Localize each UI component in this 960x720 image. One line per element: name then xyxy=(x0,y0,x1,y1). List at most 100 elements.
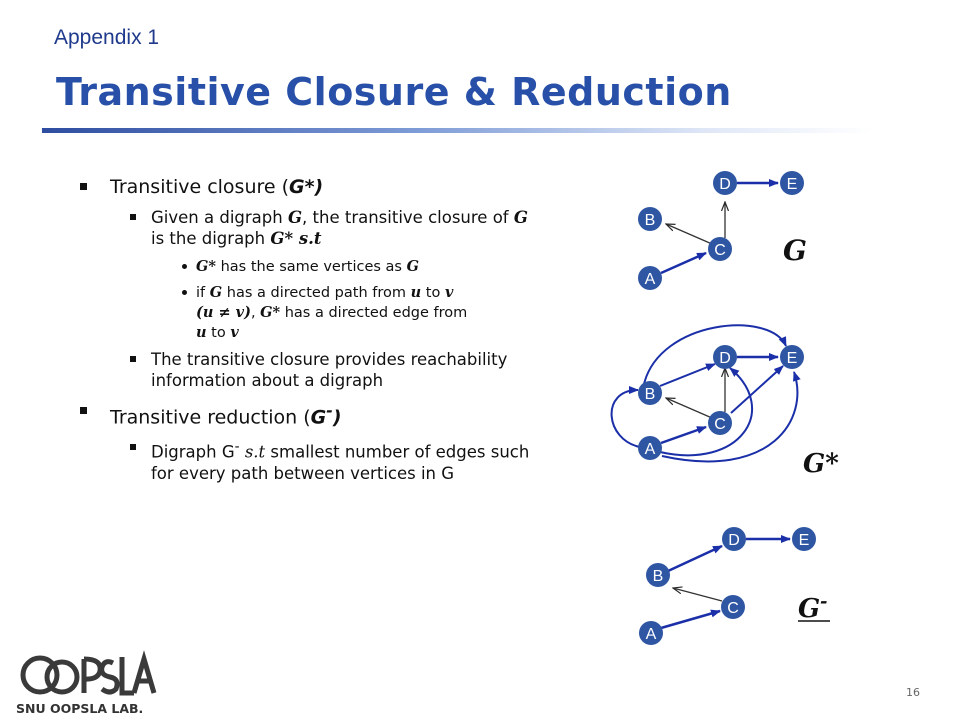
math-g: G xyxy=(406,258,419,275)
sub-bullet-text: if xyxy=(196,285,210,301)
sub-bullet-text: to xyxy=(421,285,445,301)
graph-g: A B C D E G xyxy=(638,171,807,290)
reduction-heading-close: ) xyxy=(332,406,342,429)
oopsla-logo: SNU OOPSLA LAB. xyxy=(16,650,157,716)
node-label-d: D xyxy=(728,532,740,549)
bullet-transitive-reduction: Transitive reduction (G-) xyxy=(80,399,540,429)
graph-gminus-label: G xyxy=(798,594,820,624)
square-bullet-icon xyxy=(130,356,136,362)
slide-title: Transitive Closure & Reduction xyxy=(56,70,732,114)
closure-heading-text: Transitive closure ( xyxy=(110,176,290,198)
square-bullet-icon xyxy=(80,183,87,190)
node-label-d: D xyxy=(719,350,731,367)
closure-def-text: Given a digraph xyxy=(151,208,288,227)
node-e: E xyxy=(780,345,804,369)
node-c: C xyxy=(708,237,732,261)
node-label-b: B xyxy=(645,212,656,229)
reduction-symbol-sup: - xyxy=(326,401,333,420)
node-b: B xyxy=(638,381,662,405)
bullet-closure-definition: Given a digraph G, the transitive closur… xyxy=(80,207,540,249)
node-label-c: C xyxy=(727,600,739,617)
square-bullet-icon xyxy=(130,214,136,220)
edge-a-b xyxy=(610,386,641,448)
reduction-def-text: Digraph G xyxy=(151,442,235,462)
closure-def-gstar: G* s.t xyxy=(270,229,322,248)
node-label-e: E xyxy=(787,350,798,367)
graph-g-label: G xyxy=(783,234,807,267)
node-b: B xyxy=(638,207,662,231)
node-label-b: B xyxy=(653,568,664,585)
edge-a-c xyxy=(660,609,721,630)
sub-bullet-text: has a directed path from xyxy=(222,285,411,301)
math-u: u xyxy=(196,324,207,341)
node-label-a: A xyxy=(645,271,656,288)
closure-heading-close: ) xyxy=(314,176,324,198)
slide-body: Transitive closure (G*) Given a digraph … xyxy=(80,175,540,492)
edge-c-b xyxy=(666,224,713,245)
node-label-c: C xyxy=(714,416,726,433)
bullet-transitive-closure: Transitive closure (G*) xyxy=(80,175,540,199)
closure-def-g: G xyxy=(287,208,303,227)
graph-diagrams: A B C D E G A B C D E G* A B C D E G - xyxy=(610,171,839,645)
reduction-heading-text: Transitive reduction ( xyxy=(110,406,311,429)
page-number: 16 xyxy=(906,686,920,699)
logo-mark-icon xyxy=(20,650,157,696)
node-label-c: C xyxy=(714,242,726,259)
node-d: D xyxy=(713,345,737,369)
node-d: D xyxy=(713,171,737,195)
edge-a-c xyxy=(660,425,707,445)
graph-gstar-label: G* xyxy=(803,449,839,479)
node-label-a: A xyxy=(645,441,656,458)
edge-b-e xyxy=(643,324,787,385)
node-label-e: E xyxy=(787,176,798,193)
sub-bullet-text: , xyxy=(250,305,261,321)
edge-c-e xyxy=(730,365,784,414)
edge-b-d xyxy=(667,544,723,573)
edge-b-d xyxy=(659,363,716,387)
node-a: A xyxy=(639,621,663,645)
math-gstar: G* xyxy=(260,304,281,321)
edge-c-b xyxy=(673,588,723,602)
slide-subtitle: Appendix 1 xyxy=(54,26,160,49)
graph-gminus: A B C D E G - xyxy=(639,527,830,645)
math-v: v xyxy=(230,324,239,341)
math-g: G xyxy=(209,284,223,301)
edge-a-e xyxy=(661,371,801,463)
node-e: E xyxy=(780,171,804,195)
dot-bullet-icon xyxy=(182,264,187,269)
closure-def-text: is the digraph xyxy=(151,229,271,248)
node-label-b: B xyxy=(645,386,656,403)
reduction-def-text: smallest number of edges such for every … xyxy=(151,442,530,483)
closure-symbol: G* xyxy=(289,176,315,198)
dot-bullet-icon xyxy=(182,290,187,295)
closure-def-text: , the transitive closure of xyxy=(302,208,514,227)
node-c: C xyxy=(721,595,745,619)
reduction-def-sup: - xyxy=(234,439,240,456)
closure-info-text: The transitive closure provides reachabi… xyxy=(151,350,508,390)
node-e: E xyxy=(792,527,816,551)
reduction-def-st: s.t xyxy=(239,442,266,462)
sub-bullet-text: has a directed edge from xyxy=(280,305,468,321)
node-c: C xyxy=(708,411,732,435)
bullet-closure-info: The transitive closure provides reachabi… xyxy=(80,349,540,391)
bullet-directed-path: if G has a directed path from u to v (u … xyxy=(80,283,540,343)
graph-gstar: A B C D E G* xyxy=(610,324,839,479)
bullet-same-vertices: G* has the same vertices as G xyxy=(80,257,540,277)
node-label-e: E xyxy=(799,532,810,549)
math-gstar: G* xyxy=(196,258,216,275)
graph-gminus-sup: - xyxy=(820,591,827,612)
reduction-symbol: G xyxy=(310,406,327,429)
edge-a-c xyxy=(660,251,707,275)
bullet-reduction-definition: Digraph G- s.t smallest number of edges … xyxy=(80,437,540,484)
sub-bullet-text: to xyxy=(206,325,231,341)
math-u: u xyxy=(410,284,422,301)
node-b: B xyxy=(646,563,670,587)
node-label-d: D xyxy=(719,176,731,193)
node-a: A xyxy=(638,266,662,290)
edge-a-d xyxy=(659,367,753,457)
node-a: A xyxy=(638,436,662,460)
square-bullet-icon xyxy=(130,444,136,451)
math-v: v xyxy=(444,284,454,301)
closure-def-g: G xyxy=(513,208,528,227)
square-bullet-icon xyxy=(80,407,87,414)
